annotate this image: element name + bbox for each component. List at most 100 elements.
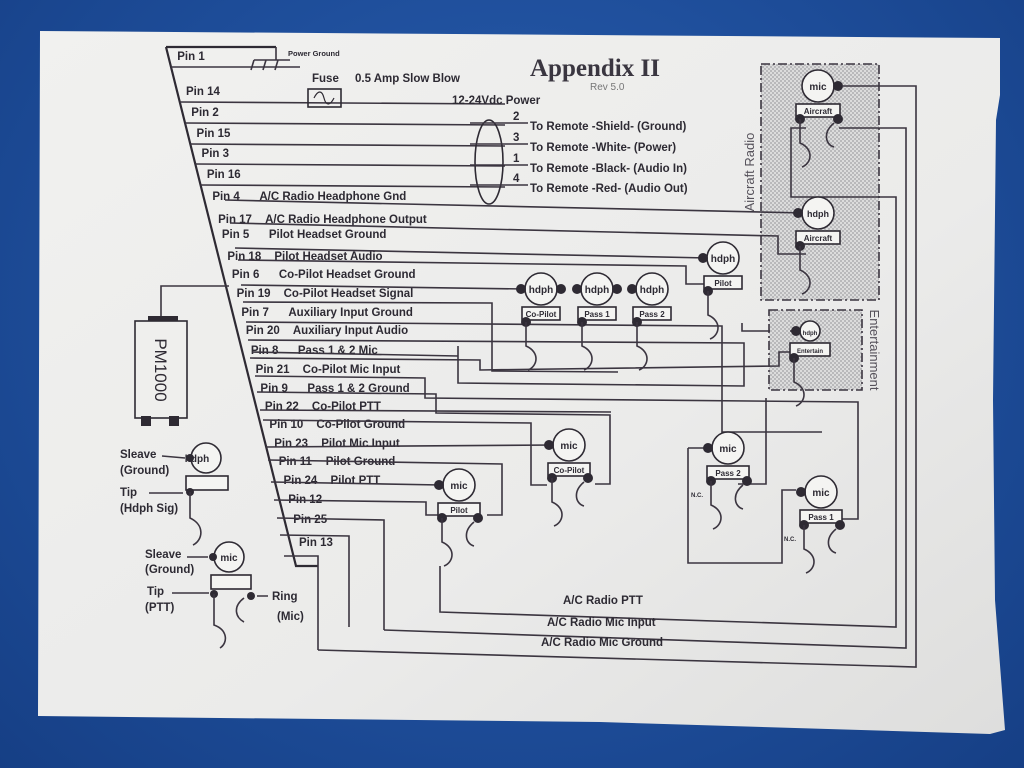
bottom-wire-label: A/C Radio Mic Ground	[541, 637, 663, 649]
nc-label: N.C.	[784, 537, 796, 543]
jack-label: hdph	[807, 209, 829, 219]
nc-label: N.C.	[691, 493, 703, 499]
remote-wire-label: To Remote -Red- (Audio Out)	[530, 183, 688, 195]
pm1000-label: PM1000	[151, 338, 170, 401]
pin-row-separator	[190, 143, 506, 147]
pin-number: Pin 3	[202, 148, 229, 160]
jack-tag: Aircraft	[804, 234, 833, 243]
pin-row-separator	[185, 122, 506, 126]
jack-label: hdph	[640, 285, 664, 296]
pin-number: Pin 25	[293, 514, 327, 526]
pin-number: Pin 23	[274, 438, 308, 450]
jack-tag: Co-Pilot	[526, 310, 557, 319]
pin-number: Pin 15	[197, 128, 231, 140]
pin-number: Pin 1	[177, 51, 205, 63]
remote-wires: 2 To Remote -Shield- (Ground) 3 To Remote -…	[470, 111, 688, 195]
revision-label: Rev 5.0	[590, 82, 625, 93]
ground-symbol	[250, 47, 290, 71]
fuse-icon	[307, 88, 342, 108]
pin-function: A/C Radio Headphone Gnd	[259, 191, 406, 203]
jacks: micAircrafthdphAircrafthdphEntertainhdph…	[434, 69, 845, 574]
legend-hdph-tip: Tip	[120, 487, 137, 499]
jack-label: mic	[812, 488, 830, 499]
pin-number: Pin 5	[222, 229, 250, 241]
pin-function: Co-Pilot Headset Ground	[279, 269, 416, 281]
pin-row-separators	[171, 66, 506, 188]
cable-bundle-icon	[474, 119, 504, 205]
fuse-rating: 0.5 Amp Slow Blow	[355, 73, 460, 85]
remote-wire-number: 3	[513, 132, 519, 144]
jack-tag: Pass 1	[584, 310, 610, 319]
supply-label: 12-24Vdc Power	[452, 95, 541, 107]
jack-tag: Pilot	[450, 506, 468, 515]
entertainment-label: Entertainment	[867, 310, 882, 391]
pin-number: Pin 11	[279, 456, 313, 468]
remote-wire-number: 1	[513, 153, 520, 165]
pin-number: Pin 9	[260, 383, 287, 395]
document-title: Appendix II	[530, 55, 660, 82]
legend-hdph-sleeve: Sleave	[120, 449, 156, 461]
pin-number: Pin 7	[241, 307, 268, 319]
jack-tag: Pass 1	[808, 513, 834, 522]
legend-hdph-jack: hdph	[185, 454, 209, 465]
pin-function: Co-Pilot Mic Input	[303, 364, 401, 376]
legend-mic-jack: mic	[220, 553, 238, 564]
pin-row-separator	[195, 163, 506, 167]
jack-tag: Entertain	[797, 349, 823, 355]
power-ground-label: Power Ground	[288, 49, 340, 58]
jack-label: hdph	[803, 331, 818, 337]
pin-function: Auxiliary Input Audio	[293, 325, 408, 337]
jack-label: mic	[450, 481, 468, 492]
pin-row-separator	[179, 101, 506, 105]
pin-number: Pin 2	[191, 107, 218, 119]
jack-tag: Co-Pilot	[554, 466, 585, 475]
legend-mic-sleeve: Sleave	[145, 549, 181, 561]
legend-hdph-sleeve-sub: (Ground)	[120, 465, 169, 477]
pm1000-device	[134, 285, 229, 426]
wiring	[224, 85, 917, 668]
pin-number: Pin 24	[283, 475, 317, 487]
legend-mic-tip-sub: (PTT)	[145, 602, 175, 614]
legend-mic-tip: Tip	[147, 586, 164, 598]
jack-tag: Pass 2	[639, 310, 665, 319]
jack-label: mic	[719, 444, 737, 455]
jack-tag: Pilot	[714, 279, 732, 288]
legend-mic	[172, 541, 268, 649]
remote-wire-number: 4	[513, 173, 520, 185]
legend-hdph	[149, 442, 229, 546]
remote-wire-label: To Remote -Black- (Audio In)	[530, 163, 687, 175]
pin-number: Pin 10	[269, 419, 303, 431]
db25-connector	[164, 45, 318, 568]
legend-hdph-tip-sub: (Hdph Sig)	[120, 503, 178, 515]
pin-number: Pin 20	[246, 325, 280, 337]
pin-number: Pin 16	[207, 169, 241, 181]
pin-function: Pass 1 & 2 Mic	[298, 345, 379, 357]
remote-wire-label: To Remote -White- (Power)	[530, 142, 676, 154]
pin-function: A/C Radio Headphone Output	[265, 214, 427, 226]
legend-mic-sleeve-sub: (Ground)	[145, 564, 194, 576]
pin-function: Pilot Headset Ground	[269, 229, 387, 241]
remote-wire-label: To Remote -Shield- (Ground)	[530, 121, 686, 133]
pin-function: Auxiliary Input Ground	[288, 307, 413, 319]
pin-number: Pin 19	[237, 288, 271, 300]
jack-label: hdph	[711, 254, 735, 265]
jack-tag: Aircraft	[804, 107, 833, 116]
pin-number: Pin 13	[299, 537, 333, 549]
pin-function: Pass 1 & 2 Ground	[307, 383, 409, 395]
pin-function: Pilot Mic Input	[321, 438, 400, 450]
remote-wire-number: 2	[513, 111, 519, 123]
jack-label: mic	[560, 441, 578, 452]
pin-number: Pin 6	[232, 269, 259, 281]
